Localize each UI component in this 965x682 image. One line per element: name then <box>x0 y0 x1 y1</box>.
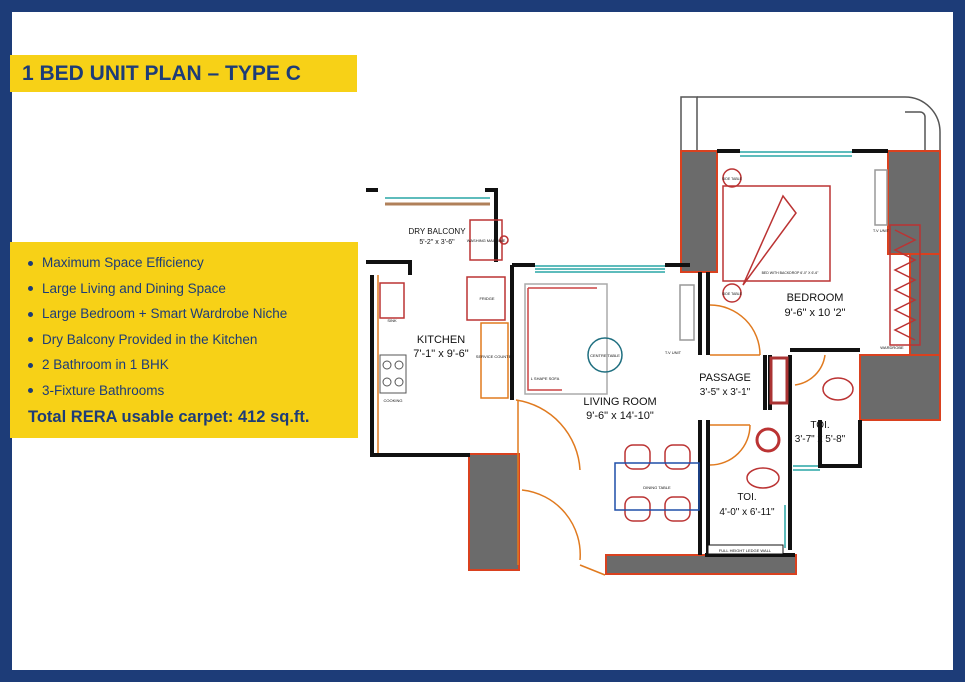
toilet-1-size: 3'-7" x 5'-8" <box>795 434 846 445</box>
bed-label: BED WITH BACKDROP 6'-0" X 6'-6" <box>762 271 820 275</box>
total-carpet-area: Total RERA usable carpet: 412 sq.ft. <box>28 408 310 426</box>
feature-text: Dry Balcony Provided in the Kitchen <box>42 331 258 347</box>
structural-columns <box>468 150 941 575</box>
feature-item: Dry Balcony Provided in the Kitchen <box>28 330 358 356</box>
sofa-label: L SHAPE SOFA <box>531 376 560 381</box>
toilet-1-label: TOI. <box>810 420 829 431</box>
tv-unit-label: T.V UNIT <box>665 350 682 355</box>
kitchen-label: KITCHEN <box>417 334 465 346</box>
page-title: 1 BED UNIT PLAN – TYPE C <box>10 55 357 92</box>
wardrobe <box>889 224 921 346</box>
service-counter-label: SERVICE COUNTER <box>476 354 514 359</box>
living-room-size: 9'-6" x 14'-10" <box>586 410 654 422</box>
feature-text: 3-Fixture Bathrooms <box>42 382 165 398</box>
fridge <box>466 276 506 321</box>
sink-label: SINK <box>387 318 397 323</box>
wardrobe-label: WARDROBE <box>880 345 904 350</box>
feature-text: Maximum Space Efficiency <box>42 255 204 270</box>
feature-item: Maximum Space Efficiency <box>28 253 358 279</box>
tv-unit-bedroom-label: T.V UNIT <box>873 228 890 233</box>
washing-machine <box>469 219 503 261</box>
centre-table <box>587 337 623 373</box>
bedroom-balcony <box>680 96 941 150</box>
ledge-wall <box>707 544 784 555</box>
feature-item: Large Bedroom + Smart Wardrobe Niche <box>28 304 358 330</box>
toilet-2-size: 4'-0" x 6'-11" <box>719 507 775 518</box>
features-list: Maximum Space Efficiency Large Living an… <box>28 253 358 406</box>
bullet-icon <box>28 388 33 394</box>
toilet-2-label: TOI. <box>737 492 756 503</box>
kitchen-size: 7'-1" x 9'-6" <box>413 348 469 360</box>
bullet-icon <box>28 311 33 317</box>
fridge-label: FRIDGE <box>479 296 494 301</box>
kitchen-counter <box>377 275 509 453</box>
side-table-label: SIDE TABLE <box>722 292 743 296</box>
feature-item: 2 Bathroom in 1 BHK <box>28 355 358 381</box>
bullet-icon <box>28 362 33 368</box>
side-table-label: SIDE TABLE <box>722 177 743 181</box>
washing-machine-label: WASHING MACHINE <box>467 238 506 243</box>
centre-table-label: CENTRE TABLE <box>590 353 620 358</box>
sink <box>379 282 405 319</box>
feature-text: 2 Bathroom in 1 BHK <box>42 357 169 372</box>
feature-text: Large Living and Dining Space <box>42 280 226 296</box>
bullet-icon <box>28 337 33 343</box>
feature-item: Large Living and Dining Space <box>28 279 358 305</box>
walls <box>366 149 888 557</box>
bedroom-label: BEDROOM <box>787 292 844 304</box>
feature-text: Large Bedroom + Smart Wardrobe Niche <box>42 306 288 321</box>
bedroom-size: 9'-6" x 10 '2" <box>785 307 846 319</box>
features-panel: Maximum Space Efficiency Large Living an… <box>10 242 358 438</box>
bullet-icon <box>28 286 33 292</box>
dry-balcony-label: DRY BALCONY <box>408 227 466 236</box>
cooking-label: COOKING <box>384 398 403 403</box>
doors <box>515 304 826 576</box>
dining-table <box>614 462 700 511</box>
ledge-wall-label: FULL HEIGHT LEDGE WALL <box>719 548 772 553</box>
dining-table-label: DINING TABLE <box>643 485 671 490</box>
passage-label: PASSAGE <box>699 372 751 384</box>
passage-size: 3'-5" x 3'-1" <box>700 387 751 398</box>
sofa <box>524 283 608 395</box>
bullet-icon <box>28 260 33 266</box>
bed <box>722 185 831 282</box>
stove-icon <box>379 354 407 394</box>
furniture <box>379 168 921 522</box>
dry-balcony-size: 5'-2" x 3'-6" <box>419 239 455 246</box>
living-room-label: LIVING ROOM <box>583 396 656 408</box>
feature-item: 3-Fixture Bathrooms <box>28 381 358 407</box>
